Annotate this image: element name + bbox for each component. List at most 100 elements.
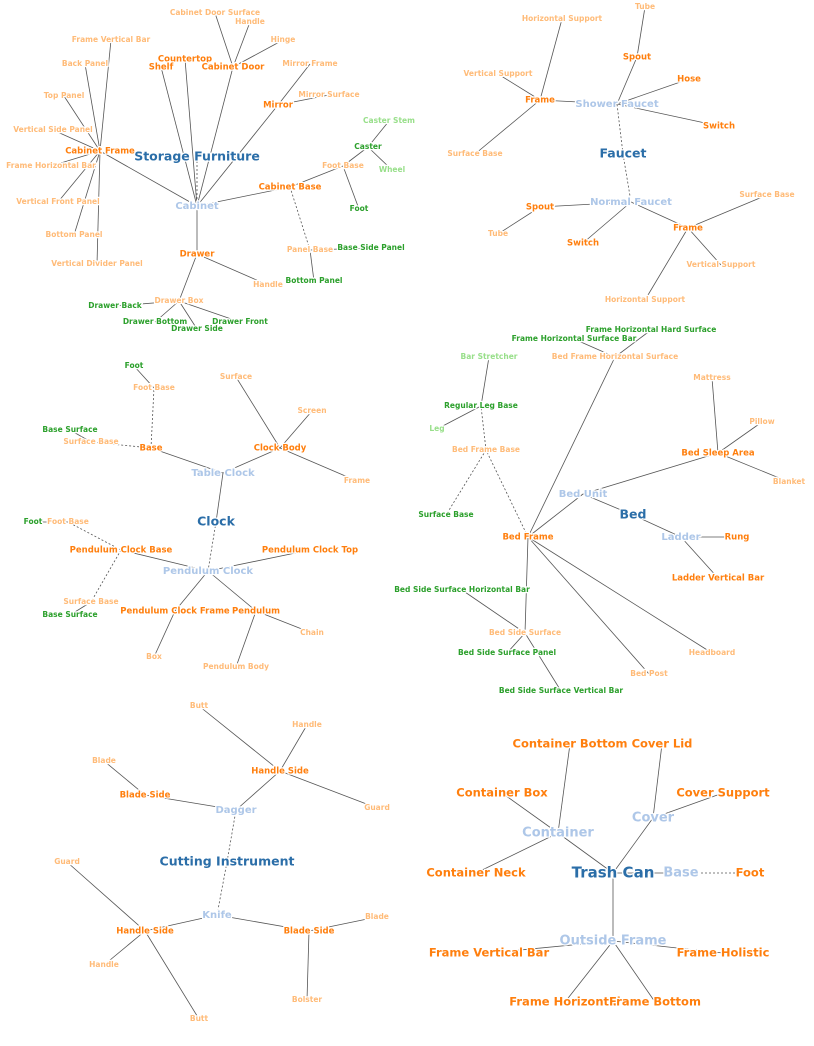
edge-clock-k17-k18 [153,610,176,658]
node-vertical-support: Vertical Support [464,69,533,78]
edge-cutting-instrument-d0-d5 [144,794,237,811]
node-halo-handle: Handle [253,280,283,289]
node-halo-switch: Switch [567,239,599,249]
node-blade: Blade [365,912,389,921]
node-halo-dagger: Dagger [215,805,256,816]
node-bed: Bed [620,507,647,522]
node-panel-base: Panel Base [287,245,333,254]
node-halo-storage-furniture: Storage Furniture [134,149,260,164]
node-mirror-surface: Mirror Surface [298,90,359,99]
node-base: Base [663,866,698,881]
edge-clock-root-k10 [207,521,217,572]
edge-bed-b7-b8 [614,329,652,358]
node-frame: Frame [673,224,703,234]
node-halo-horizontal-support: Horizontal Support [605,295,686,304]
node-halo-container-neck: Container Neck [426,866,526,880]
node-halo-pendulum-clock: Pendulum Clock [163,566,254,577]
edge-faucet-root-f0 [616,103,624,155]
edge-clock-k19-k20 [255,610,313,634]
node-foot: Foot [350,204,369,213]
node-halo-cabinet-frame: Cabinet Frame [65,147,135,157]
node-halo-foot-base: Foot Base [322,161,364,170]
edge-storage-furniture-c20-c21 [342,146,369,167]
node-top-panel: Top Panel [44,91,85,100]
node-base: Base [139,444,162,454]
node-halo-frame: Frame [344,476,370,485]
node-halo-headboard: Headboard [689,648,735,657]
node-halo-cover-support: Cover Support [676,786,770,800]
node-halo-drawer: Drawer [180,250,216,260]
node-halo-cover-lid: Cover Lid [632,737,693,751]
node-mirror-frame: Mirror Frame [282,59,337,68]
edge-faucet-f13-f14 [687,194,768,229]
node-halo-screen: Screen [297,406,326,415]
node-foot: Foot [24,517,43,526]
node-foot-base: Foot Base [322,161,364,170]
node-halo-ladder-vertical-bar: Ladder Vertical Bar [672,574,765,584]
node-drawer-front: Drawer Front [212,317,268,326]
node-surface-base: Surface Base [739,190,794,199]
node-frame-holistic: Frame Holistic [677,946,770,960]
node-halo-surface-base: Surface Base [418,510,473,519]
node-halo-cutting-instrument: Cutting Instrument [160,854,295,869]
node-bed-post: Bed Post [630,669,668,678]
node-surface-base: Surface Base [63,437,118,446]
node-caster: Caster [354,142,382,151]
edge-faucet-f9-f10 [539,201,632,208]
node-halo-ladder: Ladder [661,532,700,543]
edge-faucet-f1-f4 [474,99,541,155]
node-pendulum: Pendulum [232,607,280,617]
edge-storage-furniture-c28-c29 [196,253,269,286]
edge-storage-furniture-c0-c10 [184,58,198,207]
node-halo-countertop: Countertop [158,55,212,65]
node-bed-frame-horizontal-surface: Bed Frame Horizontal Surface [552,352,678,361]
edge-bed-b0-b16 [582,452,719,495]
edge-bed-b16-b17 [711,377,719,454]
node-horizontal-support: Horizontal Support [522,14,603,23]
node-mirror: Mirror [263,101,294,111]
edge-clock-k14-k15 [69,601,92,616]
edge-clock-k2-k3 [133,365,155,389]
node-halo-pendulum: Pendulum [232,607,280,617]
node-surface-base: Surface Base [418,510,473,519]
edge-faucet-f5-f6 [636,6,646,58]
node-blanket: Blanket [773,477,806,486]
node-halo-normal-faucet: Normal Faucet [590,197,672,208]
node-handle: Handle [235,17,265,26]
node-halo-blade: Blade [365,912,389,921]
edge-cutting-instrument-d12-d13 [308,916,378,932]
node-container-box: Container Box [456,786,548,800]
edge-bed-b2-b3 [480,405,487,451]
node-halo-bed-frame: Bed Frame [502,533,553,543]
node-halo-blanket: Blanket [773,477,806,486]
node-frame-horizontal-hard-surface: Frame Horizontal Hard Surface [586,325,717,334]
edge-clock-k11-k14 [90,549,122,603]
edge-bed-b3-b5 [436,405,482,430]
node-halo-handle-side: Handle Side [116,927,174,937]
node-halo-leg: Leg [429,424,444,433]
node-countertop: Countertop [158,55,212,65]
node-handle: Handle [292,720,322,729]
node-halo-clock-body: Clock Body [254,444,307,454]
node-halo-pendulum-clock-base: Pendulum Clock Base [70,546,173,556]
edge-cutting-instrument-d8-d11 [144,930,200,1020]
node-base-side-panel: Base Side Panel [337,243,404,252]
node-caster-stem: Caster Stem [363,116,415,125]
node-spout: Spout [623,53,651,63]
node-foot-base: Foot Base [47,517,89,526]
node-halo-spout: Spout [623,53,651,63]
node-cabinet-base: Cabinet Base [259,183,322,193]
node-clock: Clock [197,514,235,529]
edge-trash-can-t9-t13 [612,940,656,1003]
node-halo-box: Box [146,652,162,661]
edge-clock-k6-k8 [279,410,313,449]
node-halo-guard: Guard [54,857,80,866]
edge-bed-root-b20 [632,514,682,538]
edge-trash-can-t9-t10 [488,940,614,954]
node-ladder-vertical-bar: Ladder Vertical Bar [672,574,765,584]
node-frame-vertical-bar: Frame Vertical Bar [72,35,151,44]
node-outside-frame: Outside Frame [560,934,667,949]
node-halo-mirror-frame: Mirror Frame [282,59,337,68]
node-halo-vertical-divider-panel: Vertical Divider Panel [51,259,142,268]
node-headboard: Headboard [689,648,735,657]
